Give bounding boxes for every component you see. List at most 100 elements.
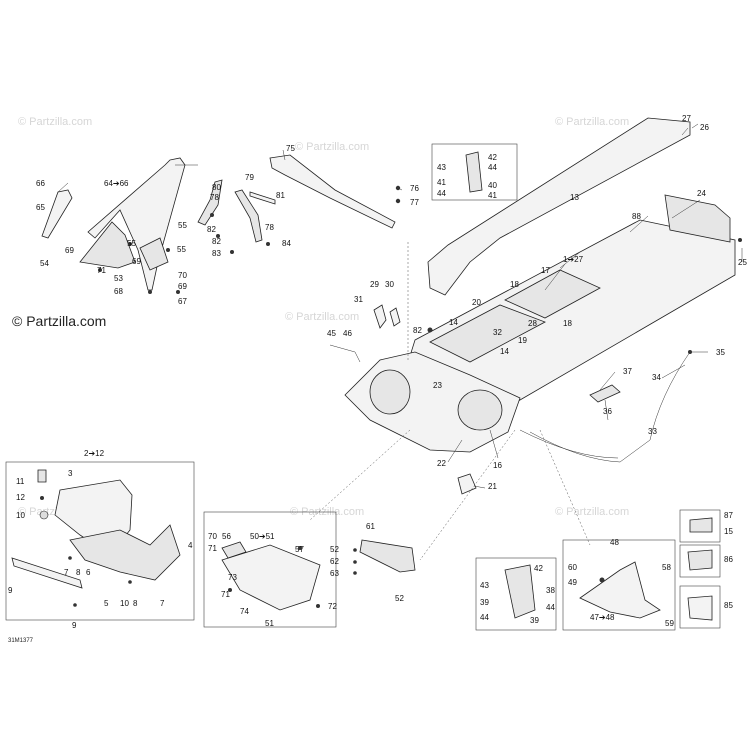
callout-46: 46 [343, 329, 352, 338]
callout-22: 22 [437, 459, 446, 468]
part-86 [687, 549, 713, 571]
bolt-icon [210, 213, 214, 217]
callout-71: 71 [97, 266, 106, 275]
a-frame-bracket [139, 237, 169, 271]
grommet-icon [427, 327, 433, 333]
bolt-icon [353, 571, 357, 575]
callout-24: 24 [697, 189, 706, 198]
callout-85: 85 [724, 601, 733, 610]
rear-bumper-24 [664, 194, 731, 243]
callout-20: 20 [472, 298, 481, 307]
part-85 [687, 595, 713, 621]
bolt-icon [599, 577, 605, 583]
running-board-33-edge [519, 429, 619, 459]
callout-41: 41 [437, 178, 446, 187]
bolt-icon [98, 268, 102, 272]
leaders [57, 123, 743, 489]
callout-71: 71 [208, 544, 217, 553]
callout-61: 61 [366, 522, 375, 531]
callout-4: 4 [188, 541, 193, 550]
bolt-icon [738, 238, 742, 242]
callout-41: 41 [488, 191, 497, 200]
bracket-56 [221, 541, 247, 559]
bracket-47 [579, 561, 661, 619]
bolt-icon [128, 580, 132, 584]
bracket-29 [373, 304, 387, 329]
callout-51: 51 [265, 619, 274, 628]
bolt-icon [73, 603, 77, 607]
callout-12: 12 [16, 493, 25, 502]
callout-35: 35 [716, 348, 725, 357]
bolt-icon [228, 588, 232, 592]
callout-56: 56 [222, 532, 231, 541]
frame-opening [369, 369, 411, 415]
callout-82: 82 [207, 225, 216, 234]
tunnel-cover-13 [427, 117, 691, 296]
callout-27: 27 [682, 114, 691, 123]
bolt-icon [176, 290, 180, 294]
callout-7: 7 [64, 568, 69, 577]
watermark: © Partzilla.com [555, 506, 629, 518]
bolt-icon [353, 560, 357, 564]
bolt-icon [148, 290, 152, 294]
callout-66: 66 [36, 179, 45, 188]
bolt-icon [353, 548, 357, 552]
callout-11: 11 [16, 477, 25, 486]
callout-64-66: 64➔66 [104, 179, 129, 188]
callout-47-48: 47➔48 [590, 613, 615, 622]
callout-82: 82 [212, 237, 221, 246]
bolt-icon [316, 604, 320, 608]
bracket-21 [457, 473, 477, 495]
callout-14b: 14 [500, 347, 509, 356]
callout-70: 70 [208, 532, 217, 541]
callout-44: 44 [480, 613, 489, 622]
callout-34: 34 [652, 373, 661, 382]
diagram-code: 31M1377 [8, 638, 34, 644]
callout-box-50-51 [203, 511, 337, 628]
bolt-icon [688, 350, 692, 354]
callout-25: 25 [738, 258, 747, 267]
part-40-bracket [465, 151, 483, 193]
callout-71: 71 [221, 590, 230, 599]
callout-31: 31 [354, 295, 363, 304]
callout-box-40-44 [431, 143, 518, 201]
callout-box-87 [679, 509, 721, 543]
callout-72: 72 [328, 602, 337, 611]
callout-88: 88 [632, 212, 641, 221]
part-87 [689, 517, 713, 533]
callout-9: 9 [8, 586, 13, 595]
front-frame-lower-4 [69, 524, 181, 581]
tunnel-chassis [329, 117, 742, 495]
callout-62: 62 [330, 557, 339, 566]
bolt-icon [266, 242, 270, 246]
watermark: © Partzilla.com [555, 116, 629, 128]
callout-55: 55 [177, 245, 186, 254]
callout-84: 84 [282, 239, 291, 248]
callout-59: 59 [665, 619, 674, 628]
callout-9: 9 [72, 621, 77, 630]
skid-plate [359, 539, 416, 573]
callout-65: 65 [36, 203, 45, 212]
callout-37: 37 [623, 367, 632, 376]
bolt-icon [128, 242, 132, 246]
steering-support-assembly [197, 154, 401, 254]
link-81 [249, 191, 276, 205]
callout-30: 30 [385, 280, 394, 289]
callout-44: 44 [488, 163, 497, 172]
callout-7: 7 [160, 599, 165, 608]
bolt-icon [40, 496, 44, 500]
callout-3: 3 [68, 469, 73, 478]
callout-box-86 [679, 544, 721, 578]
callout-5: 5 [104, 599, 109, 608]
callout-1-27: 1➔27 [563, 255, 584, 264]
watermark: © Partzilla.com [285, 311, 359, 323]
callout-18a: 18 [510, 280, 519, 289]
callout-18b: 18 [563, 319, 572, 328]
callout-53: 53 [114, 274, 123, 283]
callout-57: 57 [295, 545, 304, 554]
callout-box-38-44 [475, 557, 557, 631]
callout-60: 60 [568, 563, 577, 572]
callout-55: 55 [178, 221, 187, 230]
callout-52: 52 [330, 545, 339, 554]
callout-43: 43 [480, 581, 489, 590]
